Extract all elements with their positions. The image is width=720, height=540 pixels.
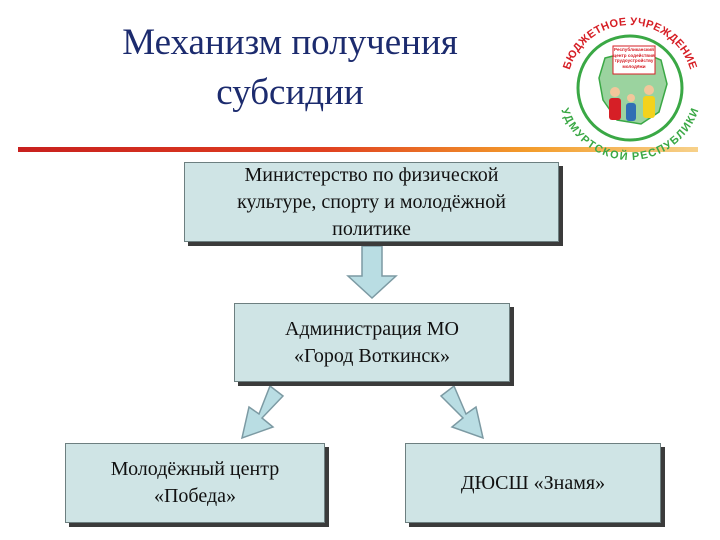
arrow-ministry-to-administration <box>346 245 398 300</box>
administration-label: Администрация МО «Город Воткинск» <box>285 317 459 367</box>
ministry-box: Министерство по физической культуре, спо… <box>184 162 559 242</box>
slide-title-text: Механизм получения субсидии <box>122 22 458 113</box>
arrow-administration-to-sport-school <box>439 384 485 440</box>
arrow-administration-to-youth-center <box>240 384 285 440</box>
ministry-label: Министерство по физической культуре, спо… <box>237 163 506 240</box>
sport-school-label: ДЮСШ «Знамя» <box>460 471 606 494</box>
logo-center-text: Республиканский центр содействия трудоус… <box>613 47 655 69</box>
sport-school-box: ДЮСШ «Знамя» <box>405 443 661 523</box>
youth-center-box: Молодёжный центр «Победа» <box>65 443 325 523</box>
organization-logo: Республиканский центр содействия трудоус… <box>558 16 701 163</box>
people-icon <box>609 85 655 121</box>
title-divider <box>18 147 698 152</box>
logo-label-box <box>612 45 656 75</box>
administration-box: Администрация МО «Город Воткинск» <box>234 303 510 382</box>
youth-center-label: Молодёжный центр «Победа» <box>110 458 280 507</box>
slide-title: Механизм получения субсидии <box>70 18 510 118</box>
